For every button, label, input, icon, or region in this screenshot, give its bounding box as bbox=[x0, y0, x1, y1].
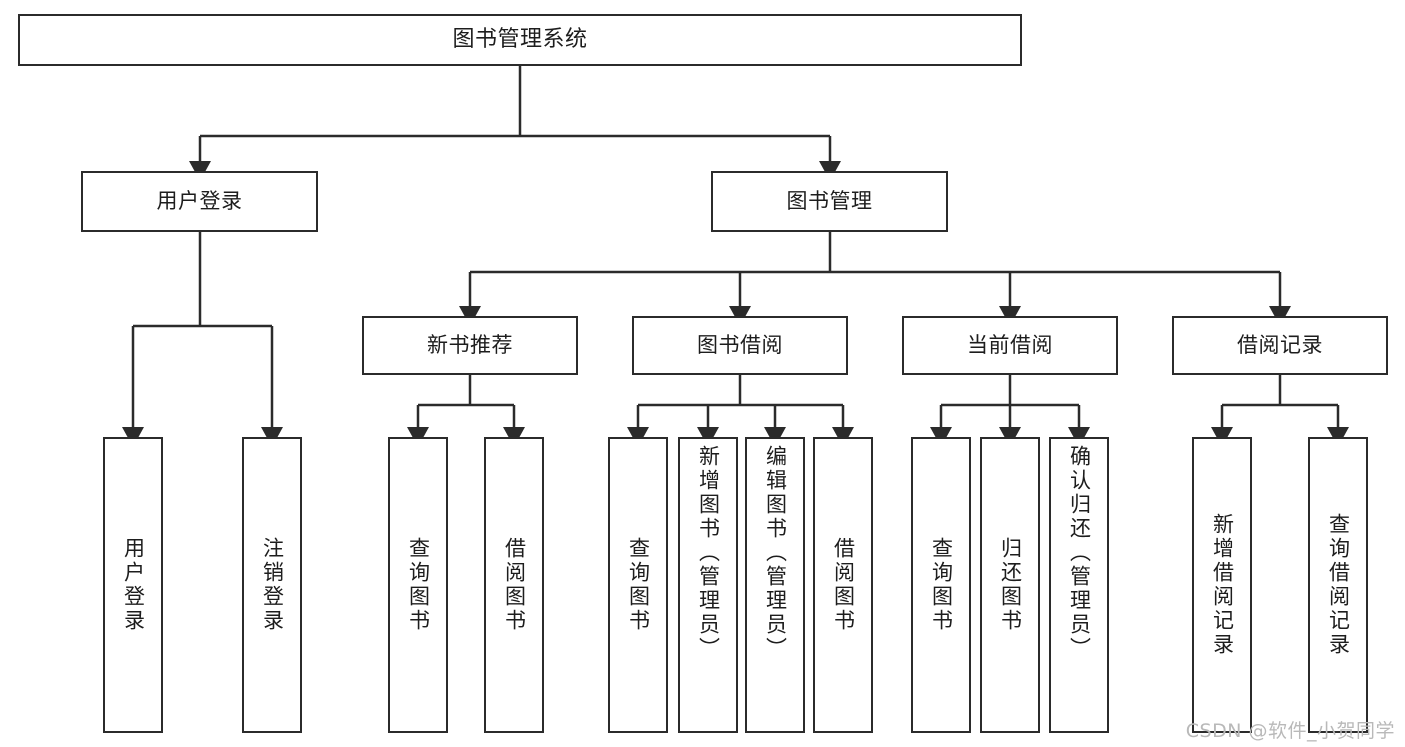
node-user-login[interactable]: 用户登录 bbox=[81, 171, 318, 232]
node-label: 归还图书 bbox=[998, 537, 1023, 633]
node-label: 图书借阅 bbox=[697, 332, 783, 357]
node-leaf-return-book[interactable]: 归还图书 bbox=[980, 437, 1040, 733]
node-label: 借阅图书 bbox=[831, 537, 856, 633]
node-leaf-user-login[interactable]: 用户登录 bbox=[103, 437, 163, 733]
node-label: 编辑图书（管理员） bbox=[763, 445, 788, 661]
node-label: 用户登录 bbox=[156, 188, 243, 213]
node-label: 查询图书 bbox=[929, 537, 954, 633]
node-leaf-borrow-book-borrowing[interactable]: 借阅图书 bbox=[813, 437, 873, 733]
node-leaf-query-book-borrowing[interactable]: 查询图书 bbox=[608, 437, 668, 733]
node-leaf-add-book-admin[interactable]: 新增图书（管理员） bbox=[678, 437, 738, 733]
node-leaf-user-logout[interactable]: 注销登录 bbox=[242, 437, 302, 733]
node-label: 用户登录 bbox=[121, 537, 146, 633]
node-leaf-query-book-recommend[interactable]: 查询图书 bbox=[388, 437, 448, 733]
node-leaf-edit-book-admin[interactable]: 编辑图书（管理员） bbox=[745, 437, 805, 733]
node-label: 查询图书 bbox=[626, 537, 651, 633]
watermark: CSDN @软件_小贺同学 bbox=[1185, 720, 1395, 742]
node-leaf-query-borrow-record[interactable]: 查询借阅记录 bbox=[1308, 437, 1368, 733]
node-label: 查询图书 bbox=[406, 537, 431, 633]
node-book-management[interactable]: 图书管理 bbox=[711, 171, 948, 232]
node-label: 图书管理系统 bbox=[452, 26, 588, 52]
node-label: 借阅记录 bbox=[1237, 332, 1323, 357]
node-label: 新增图书（管理员） bbox=[696, 445, 721, 661]
node-label: 查询借阅记录 bbox=[1326, 513, 1351, 657]
node-leaf-add-borrow-record[interactable]: 新增借阅记录 bbox=[1192, 437, 1252, 733]
node-label: 确认归还（管理员） bbox=[1067, 445, 1092, 661]
node-label: 新书推荐 bbox=[427, 332, 513, 357]
node-borrowing-record[interactable]: 借阅记录 bbox=[1172, 316, 1388, 375]
node-label: 借阅图书 bbox=[502, 537, 527, 633]
node-label: 图书管理 bbox=[786, 188, 873, 213]
node-current-borrowing[interactable]: 当前借阅 bbox=[902, 316, 1118, 375]
node-leaf-confirm-return-admin[interactable]: 确认归还（管理员） bbox=[1049, 437, 1109, 733]
node-label: 注销登录 bbox=[260, 537, 285, 633]
node-leaf-borrow-book-recommend[interactable]: 借阅图书 bbox=[484, 437, 544, 733]
node-label: 当前借阅 bbox=[967, 332, 1053, 357]
node-label: 新增借阅记录 bbox=[1210, 513, 1235, 657]
node-leaf-query-book-current[interactable]: 查询图书 bbox=[911, 437, 971, 733]
node-book-management-system[interactable]: 图书管理系统 bbox=[18, 14, 1022, 66]
node-new-book-recommendation[interactable]: 新书推荐 bbox=[362, 316, 578, 375]
node-book-borrowing[interactable]: 图书借阅 bbox=[632, 316, 848, 375]
